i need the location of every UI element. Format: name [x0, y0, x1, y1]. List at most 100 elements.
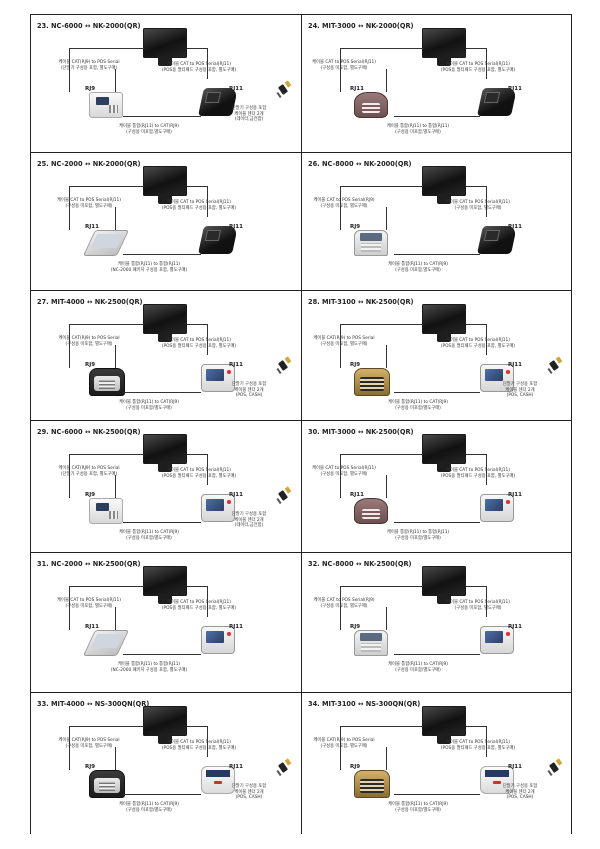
- diagram-title: 31. NC-2000 ↔ NK-2500(QR): [37, 560, 141, 568]
- port-label: RJ9: [85, 86, 96, 92]
- cable-line: [69, 454, 144, 469]
- pos-monitor-icon: [143, 28, 187, 66]
- sign-pad-icon: [198, 226, 238, 254]
- cable-description: 케이블 CAT(RJ9) to POS Serial(단말기 구성용 포함, 별…: [58, 466, 119, 477]
- pos-monitor-icon: [422, 304, 466, 342]
- cable-line: [340, 740, 341, 770]
- cable-gender-icon: [547, 356, 563, 375]
- cable-description-line: 케이블 통합(RJ11) to 통합(RJ11): [117, 662, 181, 667]
- cable-gender-icon: [276, 486, 292, 505]
- cable-line: [340, 600, 341, 630]
- cable-description-line: (POS, CASH): [506, 795, 534, 801]
- cable-description: 케이블 통합(RJ11) to CAT(RJ9)(구성용 미포함,별도구매): [119, 124, 179, 135]
- row-divider: [30, 420, 571, 421]
- cable-description-line: (POS용 멀티패드 구성용 포함, 별도구매): [161, 67, 237, 73]
- page-frame: [30, 14, 572, 834]
- cable-description: 케이블 CAT to POS Serial(RJ11)(POS용 멀티패드 구성…: [162, 338, 236, 349]
- cable-description-line: 단말기 구성용 포함: [231, 512, 267, 517]
- cable-line: [115, 345, 116, 368]
- port-label: RJ11: [85, 624, 99, 630]
- cable-description: 케이블 CAT to POS Serial(RJ11)(구성용 미포함, 별도구…: [446, 600, 510, 611]
- port-label: RJ9: [85, 492, 96, 498]
- diagram-title: 28. MIT-3100 ↔ NK-2500(QR): [308, 298, 414, 306]
- card-terminal-icon: [354, 770, 390, 798]
- cable-description-line: 케이블 CAT to POS Serial(RJ11): [167, 200, 231, 205]
- cable-line: [69, 324, 144, 339]
- pos-monitor-icon: [422, 706, 466, 744]
- cable-description-line: (데이터,금전함): [234, 117, 264, 123]
- cable-description-line: (구성용 미포함, 별도구매): [65, 743, 113, 749]
- sign-pad-icon: [477, 88, 517, 116]
- cable-description-line: 케이블 통합(RJ11) to CAT(RJ9): [119, 802, 179, 807]
- cable-description-line: 케이블 CAT(RJ9) to POS Serial: [58, 336, 120, 341]
- pos-monitor-icon: [143, 304, 187, 342]
- cable-description-line: 케이블 CAT(RJ9) to POS Serial: [58, 466, 120, 471]
- cable-description-line: 케이블 CAT(RJ9) to POS Serial: [313, 738, 375, 743]
- cable-description-line: 케이블 CAT to POS Serial(RJ11): [167, 740, 231, 745]
- cable-line: [386, 607, 387, 630]
- cable-description-line: 단말기 구성용 포함: [231, 106, 267, 111]
- cable-description-line: 케이블 젠더 2개: [234, 789, 264, 795]
- cable-description-line: 케이블 CAT to POS Serial(RJ11): [446, 740, 510, 745]
- cable-line: [69, 468, 70, 498]
- cable-description-line: (POS용 멀티패드 구성용 포함, 별도구매): [440, 745, 516, 751]
- port-label: RJ11: [508, 492, 522, 498]
- cable-line: [394, 392, 480, 393]
- cable-description-line: 케이블 CAT to POS Serial(RJ11): [167, 62, 231, 67]
- cable-description-line: (구성용 미포함, 별도구매): [320, 65, 368, 71]
- pos-monitor-icon: [422, 566, 466, 604]
- cable-line: [466, 48, 487, 79]
- cable-line: [115, 207, 116, 230]
- cable-description-line: (POS, CASH): [235, 393, 263, 399]
- cable-line: [466, 586, 487, 617]
- diagram-title: 23. NC-6000 ↔ NK-2000(QR): [37, 22, 141, 30]
- cable-description: 케이블 CAT to POS Serial(RJ11)(POS용 멀티패드 구성…: [441, 338, 515, 349]
- card-terminal-icon: [82, 630, 130, 656]
- diagram-title: 27. MIT-4000 ↔ NK-2500(QR): [37, 298, 143, 306]
- cable-description-line: (NC-2000 패키지 구성용 포함, 별도구매): [110, 267, 188, 273]
- port-label: RJ11: [229, 86, 243, 92]
- cable-description: 케이블 통합(RJ11) to CAT(RJ9)(구성용 미포함/별도구매): [119, 400, 179, 411]
- cable-description-line: (구성용 미포함, 별도구매): [65, 341, 113, 347]
- diagram-title: 30. MIT-3000 ↔ NK-2500(QR): [308, 428, 414, 436]
- sign-pad-icon: [201, 766, 235, 794]
- cable-line: [69, 338, 70, 368]
- cable-description-line: (POS, CASH): [506, 393, 534, 399]
- cable-line: [340, 48, 423, 63]
- cable-description-line: 케이블 CAT to POS Serial(RJ9): [313, 598, 375, 603]
- card-terminal-icon: [89, 368, 125, 396]
- cable-line: [187, 48, 208, 79]
- diagram-title: 32. NC-8000 ↔ NK-2500(QR): [308, 560, 412, 568]
- cable-line: [69, 600, 70, 630]
- cable-description: 케이블 CAT(RJ9) to POS Serial(구성용 미포함, 별도구매…: [58, 738, 119, 749]
- cable-description: 케이블 통합(RJ11) to CAT(RJ9)(구성용 미포함/별도구매): [388, 662, 448, 673]
- sign-pad-icon: [201, 494, 235, 522]
- cable-description-line: 케이블 젠더 2개: [505, 387, 535, 393]
- cable-line: [394, 254, 480, 255]
- cable-description-line: 케이블 통합(RJ11) to CAT(RJ9): [388, 662, 448, 667]
- sign-pad-icon: [477, 226, 517, 254]
- cable-description: 케이블 CAT to POS Serial(RJ11)(구성용 미포함, 별도구…: [446, 200, 510, 211]
- cable-description: 케이블 통합(RJ11) to CAT(RJ9)(구성용 미포함/별도구매): [119, 530, 179, 541]
- cable-description: 케이블 CAT to POS Serial(RJ11)(POS용 멀티패드 구성…: [162, 62, 236, 73]
- sign-pad-icon: [480, 626, 514, 654]
- cable-line: [466, 454, 487, 485]
- column-divider: [301, 14, 302, 834]
- cable-description-line: 케이블 통합(RJ11) to 통합(RJ11): [386, 530, 450, 535]
- cable-description-line: 단말기 구성용 포함: [231, 784, 267, 789]
- cable-description-line: 케이블 젠더 2개: [505, 789, 535, 795]
- cable-description-line: (구성용 미포함/별도구매): [395, 535, 441, 541]
- cable-line: [187, 186, 208, 217]
- cable-description-line: (구성용 미포함, 별도구매): [320, 603, 368, 609]
- cable-description-line: (구성용 미포함, 별도구매): [320, 203, 368, 209]
- cable-description-line: (POS용 멀티패드 구성용 포함, 별도구매): [161, 343, 237, 349]
- card-terminal-icon: [89, 92, 123, 118]
- cable-description: 케이블 통합(RJ11) to CAT(RJ9)(구성용 미포함/별도구매): [388, 802, 448, 813]
- card-terminal-icon: [354, 230, 388, 256]
- cable-line: [340, 468, 341, 498]
- cable-description-line: 케이블 통합(RJ11) to 통합(RJ11): [386, 124, 450, 129]
